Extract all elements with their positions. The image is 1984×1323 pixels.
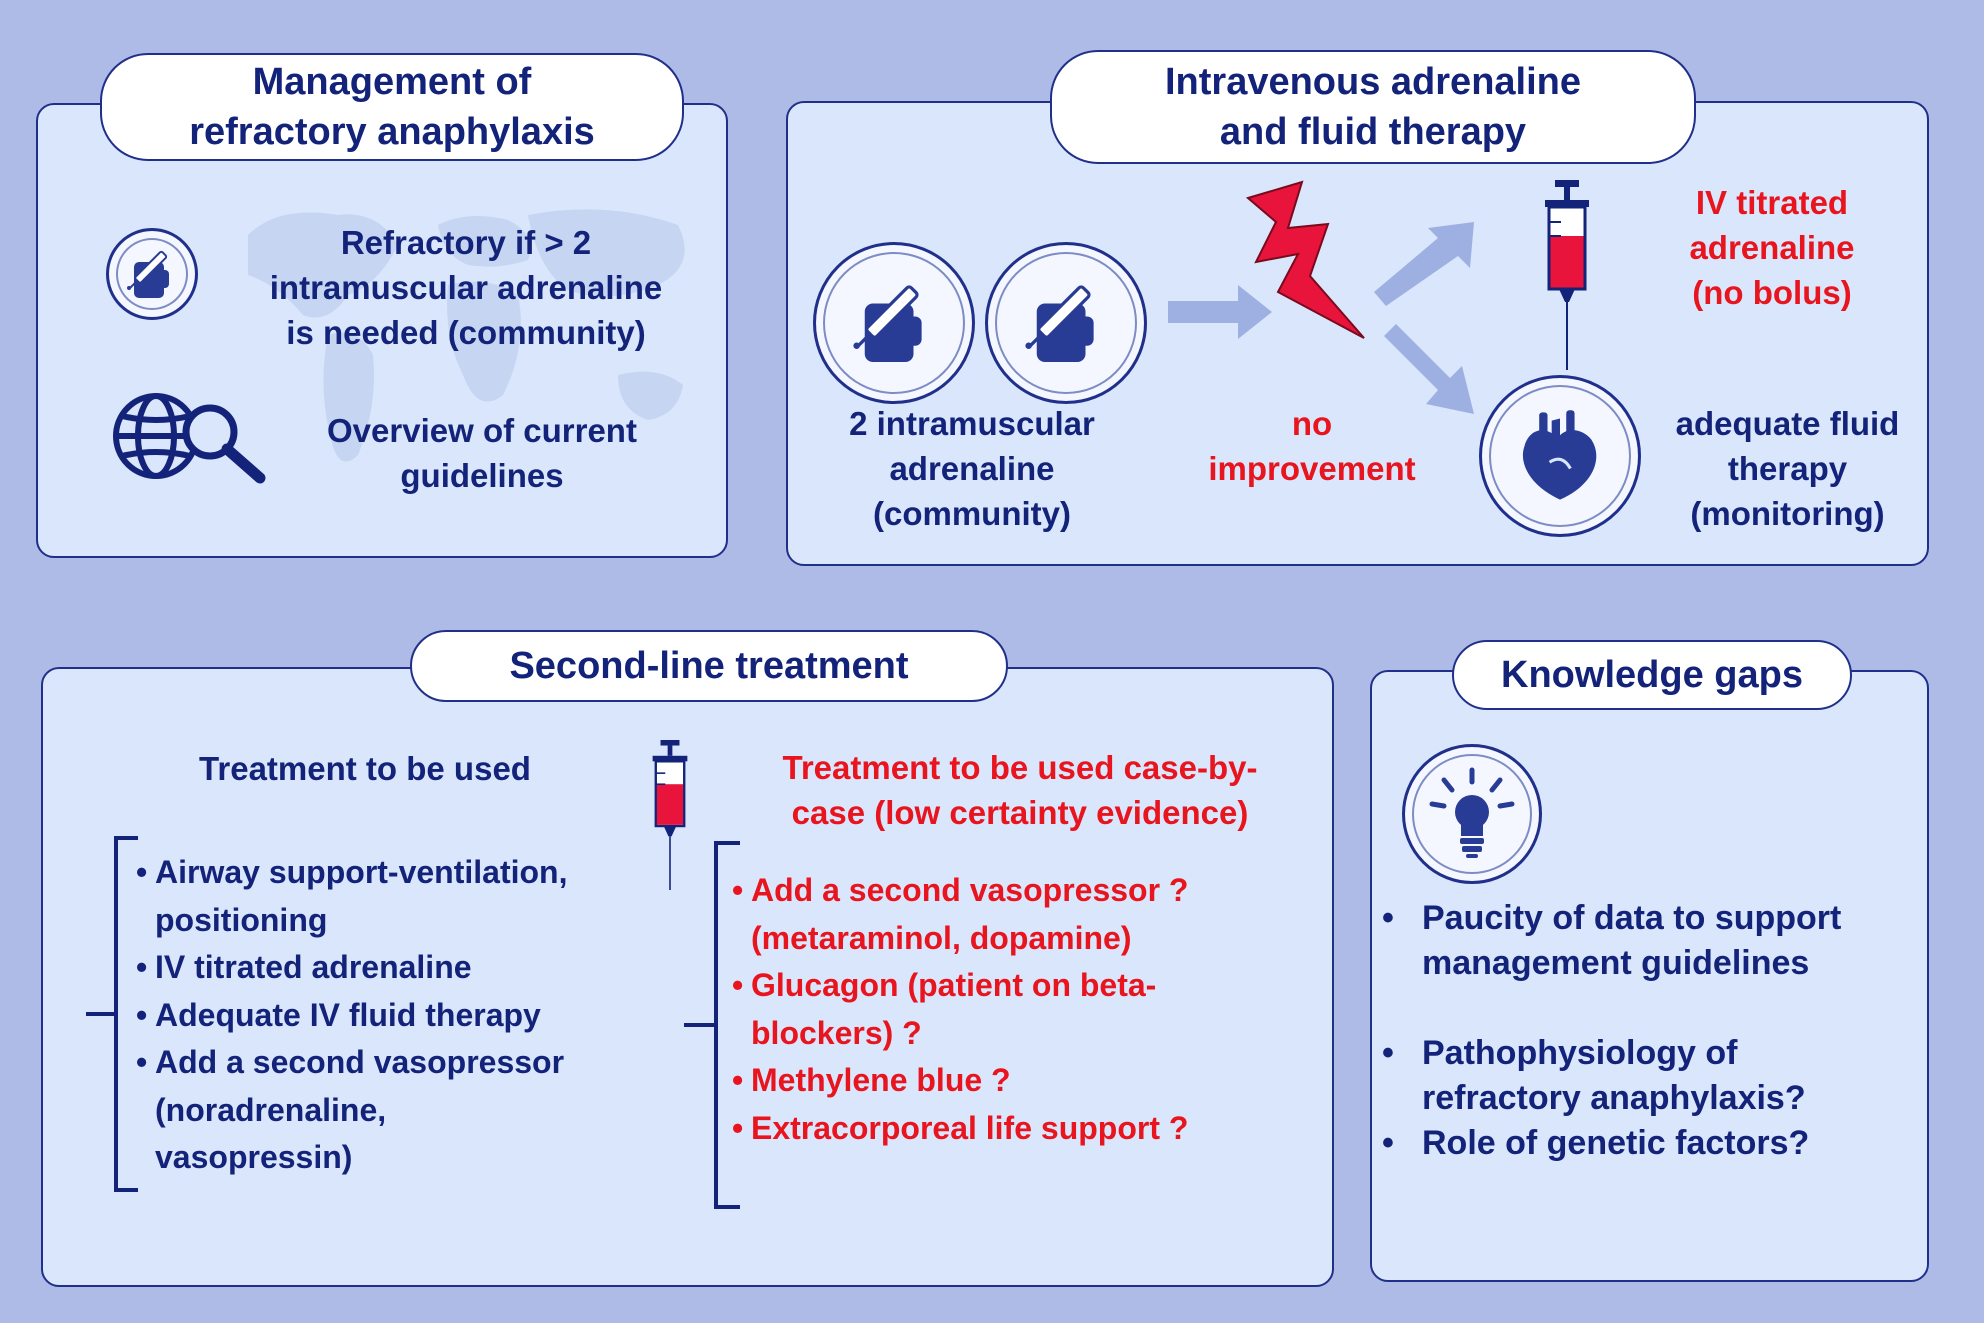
refractory-text: Refractory if > 2 intramuscular adrenali…: [269, 224, 663, 351]
arrow-icon: [1168, 285, 1272, 339]
treatment-used-list: Airway support-ventilation, positioning …: [136, 849, 656, 1182]
list-item: Paucity of data to support management gu…: [1382, 896, 1922, 986]
world-map-watermark: [248, 209, 685, 462]
case-by-case-heading: Treatment to be used case-by- case (low …: [782, 749, 1258, 831]
knowledge-gaps-title: Knowledge gaps: [1452, 640, 1852, 710]
second-line-title: Second-line treatment: [410, 630, 1008, 702]
list-item: Extracorporeal life support ?: [732, 1105, 1252, 1153]
list-item: Methylene blue ?: [732, 1057, 1252, 1105]
iv-therapy-title: Intravenous adrenaline and fluid therapy: [1050, 50, 1696, 164]
treatment-used-heading: Treatment to be used: [199, 750, 531, 787]
list-item: Add a second vasopressor (noradrenaline,…: [136, 1039, 656, 1182]
list-item: Glucagon (patient on beta- blockers) ?: [732, 962, 1252, 1057]
globe-search-icon: [113, 393, 266, 484]
list-item: Pathophysiology of refractory anaphylaxi…: [1382, 1031, 1922, 1121]
im-adrenaline-label: 2 intramuscular adrenaline (community): [849, 405, 1095, 532]
lightbulb-icon: [1429, 767, 1515, 858]
arrow-icon: [1374, 222, 1474, 306]
heart-icon: [1522, 410, 1597, 500]
list-item: Adequate IV fluid therapy: [136, 992, 656, 1040]
lightning-icon: [1245, 180, 1365, 339]
right-brace: [684, 841, 740, 1209]
injection-hand-icon: [1025, 285, 1094, 362]
iv-titrated-label: IV titrated adrenaline (no bolus): [1689, 184, 1855, 311]
management-panel: [36, 103, 728, 558]
lightbulb-circle: [1402, 744, 1542, 884]
knowledge-gaps-list: Paucity of data to support management gu…: [1382, 896, 1922, 1166]
no-improvement-label: no improvement: [1208, 405, 1416, 487]
management-title: Management of refractory anaphylaxis: [100, 53, 684, 161]
list-item: IV titrated adrenaline: [136, 944, 656, 992]
injection-hand-icon: [127, 250, 169, 298]
fluid-therapy-label: adequate fluid therapy (monitoring): [1675, 405, 1900, 532]
syringe-icon: [652, 740, 688, 890]
case-by-case-list: Add a second vasopressor ? (metaraminol,…: [732, 867, 1252, 1152]
list-item: Role of genetic factors?: [1382, 1121, 1922, 1166]
list-item: Airway support-ventilation, positioning: [136, 849, 656, 944]
syringe-icon: [1545, 180, 1589, 370]
injection-hand-icon: [853, 285, 922, 362]
left-brace: [86, 836, 138, 1192]
injection-hand-circle-1: [106, 228, 198, 320]
list-item: Add a second vasopressor ? (metaraminol,…: [732, 867, 1252, 962]
guidelines-text: Overview of current guidelines: [327, 412, 637, 494]
injection-hand-circle-3: [985, 242, 1147, 404]
heart-circle: [1479, 375, 1641, 537]
arrow-icon: [1384, 324, 1474, 414]
injection-hand-circle-2: [813, 242, 975, 404]
